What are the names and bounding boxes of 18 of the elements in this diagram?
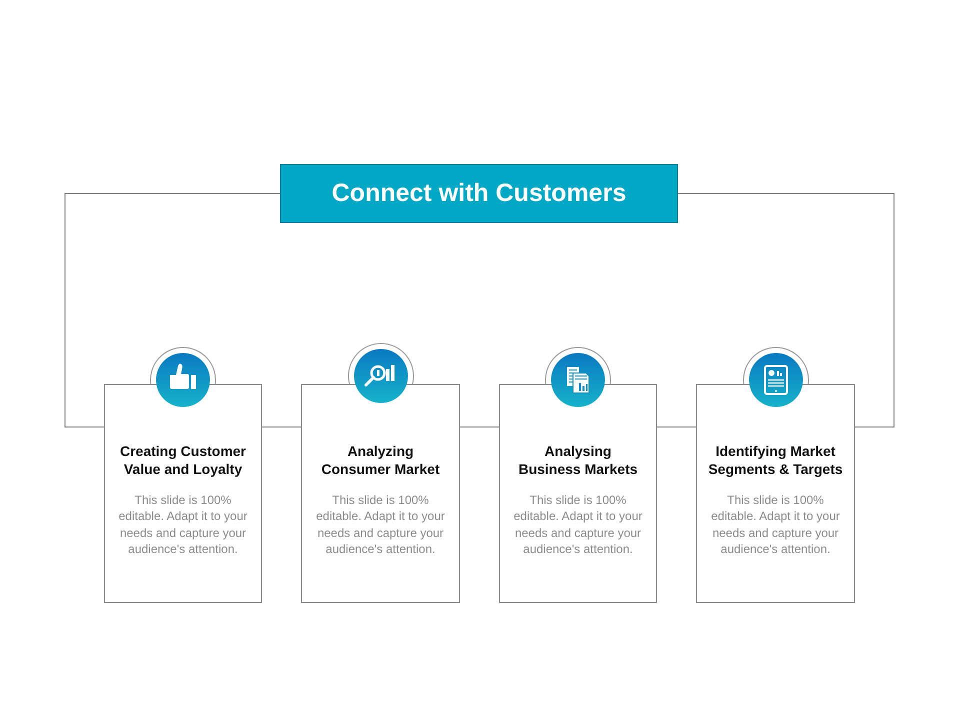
card bbox=[301, 384, 460, 603]
card-heading: Identifying Market Segments & Targets bbox=[707, 442, 844, 478]
connector-line bbox=[262, 426, 302, 428]
card bbox=[499, 384, 657, 603]
card bbox=[104, 384, 262, 603]
card-description: This slide is 100% editable. Adapt it to your needs and capture your audience's attention. bbox=[118, 492, 248, 558]
card-description: This slide is 100% editable. Adapt it to your needs and capture your audience's attention. bbox=[512, 492, 644, 558]
card-description: This slide is 100% editable. Adapt it to your needs and capture your audience's attention. bbox=[315, 492, 446, 558]
card-heading: Analysing Business Markets bbox=[517, 442, 639, 478]
connector-line bbox=[64, 193, 280, 428]
connector-line bbox=[656, 426, 696, 428]
connector-line bbox=[678, 193, 894, 428]
card-description: This slide is 100% editable. Adapt it to your needs and capture your audience's attention. bbox=[710, 492, 841, 558]
card-heading: Creating Customer Value and Loyalty bbox=[118, 442, 248, 478]
card bbox=[696, 384, 855, 603]
title-banner: Connect with Customers bbox=[280, 164, 678, 223]
card-heading: Analyzing Consumer Market bbox=[320, 442, 441, 478]
connector-line bbox=[460, 426, 500, 428]
